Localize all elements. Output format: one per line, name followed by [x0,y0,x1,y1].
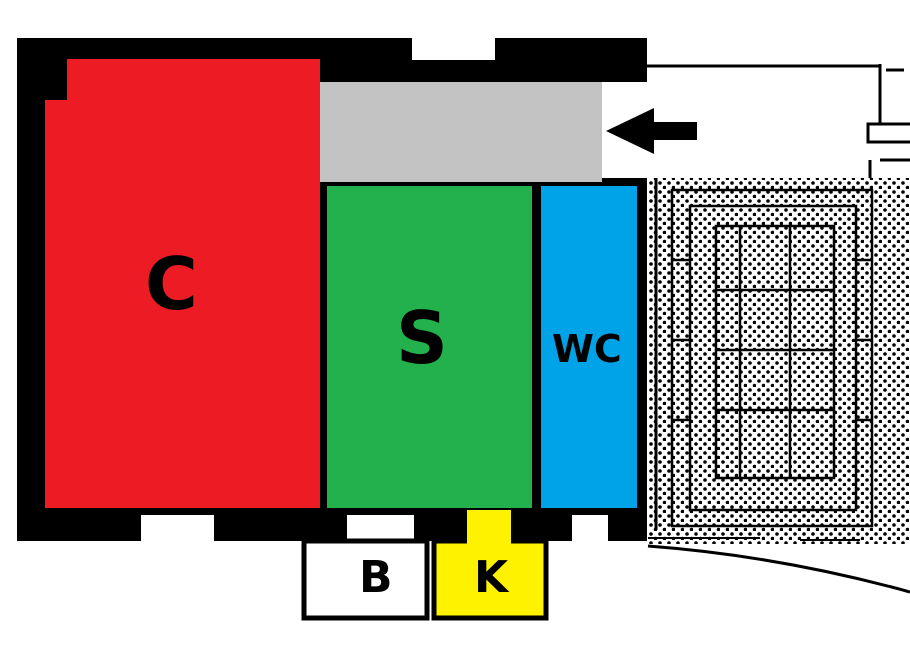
window-wc [572,515,608,541]
arrow-left-icon [606,108,697,154]
room-b-label: B [359,552,393,603]
room-wc [541,186,637,508]
room-k-passage [467,510,511,544]
room-k [431,538,549,621]
window-s [347,515,414,541]
window-c [141,515,214,541]
neighbouring-building-hatch [647,178,910,594]
room-k-label: K [474,552,509,603]
room-s [327,186,532,508]
room-c-notch [45,59,67,100]
room-s-label: S [396,296,448,380]
room-c-label: C [145,242,198,326]
neighbouring-outline [610,64,910,178]
room-c [45,59,320,508]
corridor [320,82,602,182]
room-wc-label: WC [552,327,622,371]
room-b [301,538,430,621]
top-wall-gap [412,38,495,60]
